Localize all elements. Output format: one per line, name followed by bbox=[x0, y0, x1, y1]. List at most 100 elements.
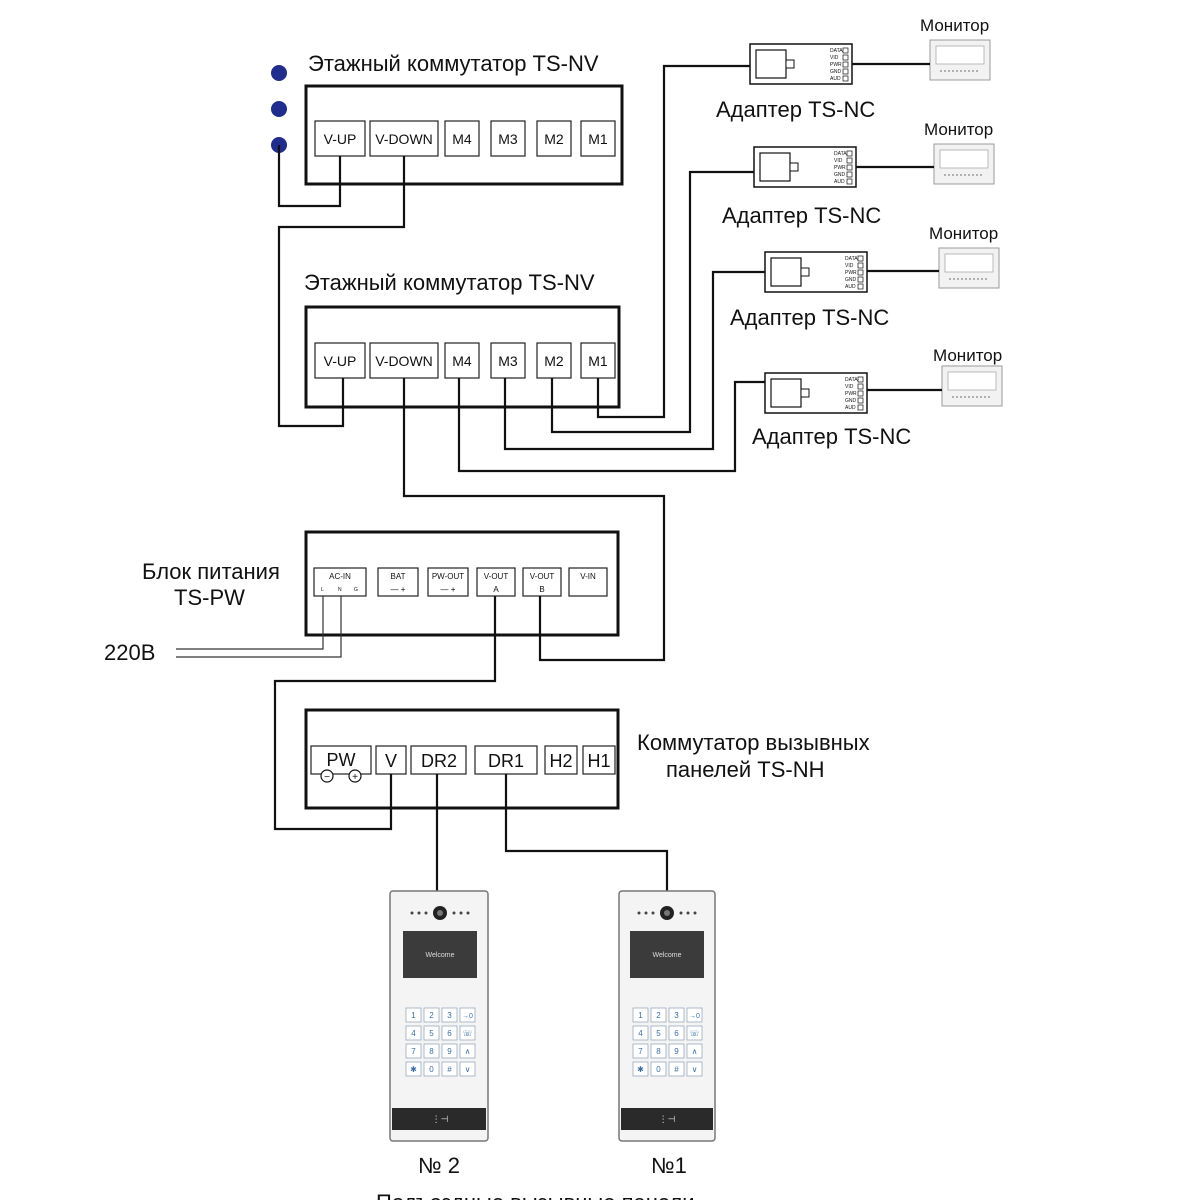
svg-text:✱: ✱ bbox=[637, 1065, 644, 1074]
svg-text:AC-IN: AC-IN bbox=[329, 572, 351, 581]
svg-text:BAT: BAT bbox=[391, 572, 406, 581]
port-h1 bbox=[582, 745, 616, 775]
port-m3-label: M3 bbox=[498, 131, 518, 147]
port-m4-label: M4 bbox=[452, 353, 472, 369]
door-panel-2: Welcome 1 2 3 →0 4 5 6 ☏ 7 8 9 ∧ ✱ 0 # ∨… bbox=[389, 890, 489, 1178]
svg-text:6: 6 bbox=[447, 1029, 452, 1038]
port-v-up-label: V-UP bbox=[324, 131, 357, 147]
svg-text:5: 5 bbox=[656, 1029, 661, 1038]
svg-text:VID: VID bbox=[830, 55, 839, 61]
port-bat bbox=[377, 567, 419, 597]
svg-text:VID: VID bbox=[834, 158, 843, 164]
svg-text:8: 8 bbox=[656, 1047, 661, 1056]
floor-switch-mid-ports: V-UP V-DOWN M4 M3 M2 M1 bbox=[314, 342, 616, 379]
port-v-down-label: V-DOWN bbox=[375, 353, 433, 369]
svg-text:2: 2 bbox=[429, 1011, 434, 1020]
port-m2-label: M2 bbox=[544, 353, 564, 369]
panel-switch-title-line2: панелей TS-NH bbox=[666, 757, 825, 782]
port-pw-out bbox=[427, 567, 469, 597]
port-m1 bbox=[580, 120, 616, 157]
port-m1 bbox=[580, 342, 616, 379]
port-v-in bbox=[568, 567, 608, 597]
svg-text:AUD: AUD bbox=[845, 405, 856, 411]
continuation-dot bbox=[271, 65, 287, 81]
adapter-1-label: Адаптер TS-NC bbox=[716, 97, 875, 122]
port-v-up-label: V-UP bbox=[324, 353, 357, 369]
svg-text:5: 5 bbox=[429, 1029, 434, 1038]
floor-switch-top: Этажный коммутатор TS-NV V-UP V-DOWN M4 … bbox=[271, 51, 624, 186]
svg-text:GND: GND bbox=[834, 172, 846, 178]
port-dr1 bbox=[474, 745, 538, 775]
svg-text:GND: GND bbox=[845, 277, 857, 283]
svg-text:V-IN: V-IN bbox=[580, 572, 596, 581]
monitor-2: Монитор bbox=[924, 120, 995, 185]
svg-text:Welcome: Welcome bbox=[425, 952, 454, 959]
svg-text:#: # bbox=[447, 1065, 452, 1074]
svg-text:+: + bbox=[352, 772, 358, 783]
door-panel-1: Welcome 1 2 3 →0 4 5 6 ☏ 7 8 9 ∧ ✱ 0 # ∨… bbox=[618, 890, 716, 1178]
svg-text:DATA: DATA bbox=[845, 377, 858, 383]
svg-text:DATA: DATA bbox=[830, 48, 843, 54]
svg-text:1: 1 bbox=[411, 1011, 416, 1020]
svg-text:H1: H1 bbox=[587, 751, 610, 771]
svg-text:0: 0 bbox=[429, 1065, 434, 1074]
port-m4-label: M4 bbox=[452, 131, 472, 147]
adapter-4: DATA VID PWR GND AUD Адаптер TS-NC bbox=[752, 372, 911, 449]
keypad: 1 2 3 →0 4 5 6 ☏ 7 8 9 ∧ ✱ 0 # ∨ bbox=[405, 1007, 476, 1077]
svg-text:PWR: PWR bbox=[845, 391, 857, 397]
port-m2 bbox=[536, 342, 572, 379]
monitor-1-label: Монитор bbox=[920, 16, 989, 35]
port-m1-label: M1 bbox=[588, 131, 608, 147]
monitor-1: Монитор bbox=[920, 16, 991, 81]
svg-text:PWR: PWR bbox=[834, 165, 846, 171]
svg-text:PW-OUT: PW-OUT bbox=[432, 572, 464, 581]
port-h2 bbox=[544, 745, 578, 775]
port-ac-in bbox=[313, 567, 367, 597]
port-m2 bbox=[536, 120, 572, 157]
power-title-line2: TS-PW bbox=[174, 585, 245, 610]
svg-text:AUD: AUD bbox=[830, 76, 841, 82]
svg-text:→0: →0 bbox=[462, 1013, 473, 1020]
adapter-4-label: Адаптер TS-NC bbox=[752, 424, 911, 449]
svg-text:#: # bbox=[674, 1065, 679, 1074]
mains-label: 220В bbox=[104, 640, 155, 665]
svg-text:V: V bbox=[385, 751, 397, 771]
floor-switch-top-ports: V-UP V-DOWN M4 M3 M2 M1 bbox=[314, 120, 616, 157]
svg-text:L: L bbox=[321, 587, 324, 593]
svg-text:3: 3 bbox=[447, 1011, 452, 1020]
door-panel-1-label: №1 bbox=[651, 1153, 687, 1178]
svg-text:AUD: AUD bbox=[845, 284, 856, 290]
svg-text:9: 9 bbox=[674, 1047, 679, 1056]
svg-text:GND: GND bbox=[830, 69, 842, 75]
port-m3 bbox=[490, 342, 526, 379]
svg-text:⋮⊣: ⋮⊣ bbox=[432, 1114, 449, 1124]
svg-text:— +: — + bbox=[391, 585, 406, 594]
svg-text:PWR: PWR bbox=[830, 62, 842, 68]
port-m3 bbox=[490, 120, 526, 157]
svg-text:B: B bbox=[539, 585, 544, 594]
svg-text:3: 3 bbox=[674, 1011, 679, 1020]
svg-text:7: 7 bbox=[411, 1047, 416, 1056]
svg-text:H2: H2 bbox=[549, 751, 572, 771]
svg-text:2: 2 bbox=[656, 1011, 661, 1020]
svg-text:A: A bbox=[493, 585, 499, 594]
svg-text:→0: →0 bbox=[689, 1013, 700, 1020]
port-v-out-b bbox=[522, 567, 562, 597]
svg-text:∧: ∧ bbox=[692, 1047, 698, 1056]
svg-text:DR2: DR2 bbox=[421, 751, 457, 771]
monitor-4: Монитор bbox=[933, 346, 1003, 407]
monitor-4-label: Монитор bbox=[933, 346, 1002, 365]
svg-text:— +: — + bbox=[441, 585, 456, 594]
panel-switch: Коммутатор вызывных панелей TS-NH PW − +… bbox=[304, 708, 870, 810]
floor-switch-mid-title: Этажный коммутатор TS-NV bbox=[304, 270, 595, 295]
monitor-3: Монитор bbox=[929, 224, 1000, 289]
door-panel-2-label: № 2 bbox=[418, 1153, 460, 1178]
floor-switch-top-title: Этажный коммутатор TS-NV bbox=[308, 51, 599, 76]
adapter-3: DATA VID PWR GND AUD Адаптер TS-NC bbox=[730, 251, 889, 330]
port-m4 bbox=[444, 342, 480, 379]
monitor-3-label: Монитор bbox=[929, 224, 998, 243]
svg-text:PWR: PWR bbox=[845, 270, 857, 276]
svg-text:Welcome: Welcome bbox=[652, 952, 681, 959]
svg-text:4: 4 bbox=[411, 1029, 416, 1038]
